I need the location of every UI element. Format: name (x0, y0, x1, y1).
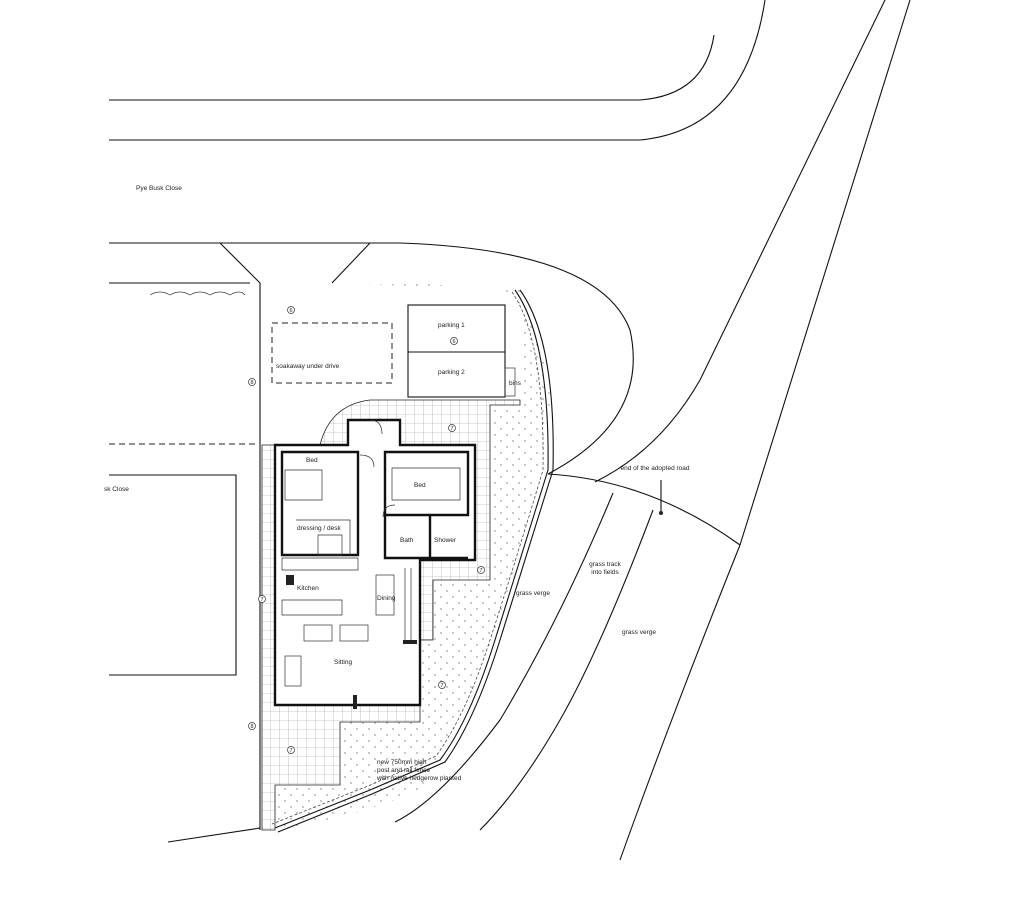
svg-text:6: 6 (289, 308, 292, 314)
house (273, 418, 477, 709)
grass-verge-label-1: grass verge (516, 590, 550, 597)
fence-note-1: new 750mm high (377, 759, 427, 766)
grass-track-label-1: grass track (589, 561, 622, 568)
svg-text:8: 8 (250, 724, 253, 730)
street-label: Pye Busk Close (136, 185, 182, 192)
tag-7: 7 (448, 424, 456, 432)
plot-boundary (220, 242, 634, 475)
parking-1-label: parking 1 (438, 322, 465, 329)
soakaway-area (271, 322, 393, 384)
svg-text:7: 7 (450, 426, 453, 432)
planting-area (275, 282, 550, 830)
dressing-label: dressing / desk (297, 525, 341, 532)
lane-and-verges (394, 0, 911, 861)
tag-8: 8 (248, 722, 256, 730)
parking-2-label: parking 2 (438, 369, 465, 376)
sitting-label: Sitting (334, 659, 352, 666)
svg-text:7: 7 (289, 748, 292, 754)
fence-note-3: with native hedgerow planted (376, 775, 462, 782)
svg-text:7: 7 (479, 568, 482, 574)
neighbour-plot (109, 242, 261, 843)
road-pye-busk-close (109, 0, 766, 141)
svg-text:6: 6 (452, 339, 455, 345)
svg-text:8: 8 (250, 380, 253, 386)
soakaway-label: soakaway under drive (276, 363, 340, 370)
tag-7: 7 (438, 681, 446, 689)
hedgerow-fence (271, 289, 554, 833)
svg-text:7: 7 (440, 683, 443, 689)
street-label-clipped: sk Close (104, 486, 129, 493)
parking-area (407, 304, 516, 398)
bed-1-label: Bed (306, 457, 318, 464)
bath-label: Bath (400, 537, 414, 544)
fence-note-2: post and rail fence (377, 767, 431, 774)
adopted-road-label: end of the adopted road (620, 465, 689, 472)
tag-8: 8 (248, 378, 256, 386)
svg-text:7: 7 (260, 597, 263, 603)
tag-7: 7 (258, 595, 266, 603)
bins-label: bins (509, 380, 522, 387)
grass-verge-label-2: grass verge (622, 629, 656, 636)
tag-7: 7 (287, 746, 295, 754)
reference-tags: 6 6 8 8 7 7 7 7 7 (248, 306, 485, 754)
dining-label: Dining (377, 595, 396, 602)
grass-track-label-2: into fields (591, 569, 619, 576)
tag-6: 6 (287, 306, 295, 314)
tag-7: 7 (477, 566, 485, 574)
shower-label: Shower (434, 537, 457, 544)
kitchen-label: Kitchen (297, 585, 319, 592)
bed-2-label: Bed (414, 482, 426, 489)
tag-6: 6 (450, 337, 458, 345)
